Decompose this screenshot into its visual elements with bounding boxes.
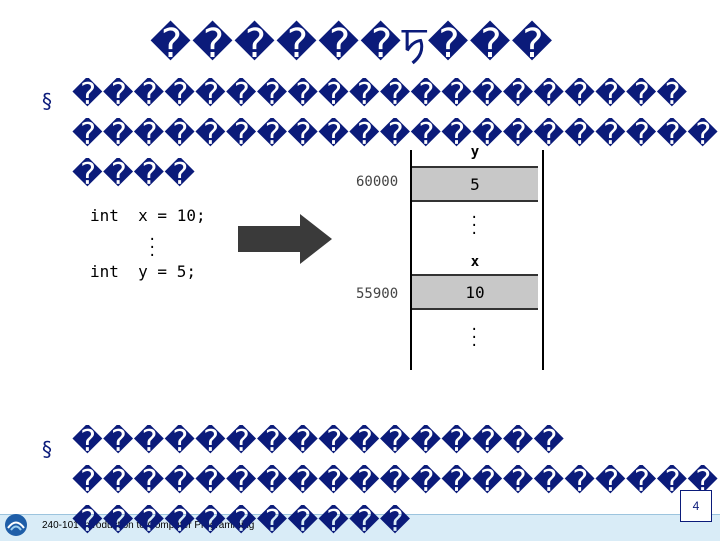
- memory-ellipsis-bottom: . . .: [470, 318, 479, 350]
- bullet2-line-3: �����������: [72, 505, 411, 539]
- bullet1-line-3: ����: [72, 158, 196, 192]
- bullet-marker-2: §: [42, 437, 52, 461]
- memory-ellipsis-top: . . .: [470, 206, 479, 238]
- code-line-y: int y = 5;: [90, 262, 196, 281]
- memory-address-y: 60000: [356, 174, 399, 190]
- bullet2-line-2: ���������������������: [72, 465, 718, 499]
- slide-title: ������ꠠ���: [150, 21, 554, 67]
- bullet1-line-1: ��������������������: [72, 78, 688, 112]
- memory-cell-x: 10: [412, 274, 538, 310]
- slide-footer: 240-101 Introduction to Computer Program…: [0, 510, 720, 541]
- code-ellipsis: . . .: [148, 228, 157, 260]
- bullet-marker-1: §: [42, 89, 52, 113]
- bullet1-line-2: ���������������������: [72, 118, 718, 152]
- code-line-x: int x = 10;: [90, 206, 206, 225]
- footer-bar: [0, 514, 720, 541]
- memory-cell-y: 5: [412, 166, 538, 202]
- bullet2-line-1: ����������������: [72, 425, 565, 459]
- footer-course-title: 240-101 Introduction to Computer Program…: [42, 520, 255, 531]
- university-logo-icon: [5, 514, 27, 536]
- page-number: 4: [680, 490, 712, 522]
- arrow-right-icon: [238, 214, 332, 264]
- memory-var-y-label: y: [470, 144, 480, 160]
- memory-address-x: 55900: [356, 286, 399, 302]
- memory-var-x-label: x: [470, 254, 480, 270]
- memory-diagram: [410, 150, 544, 370]
